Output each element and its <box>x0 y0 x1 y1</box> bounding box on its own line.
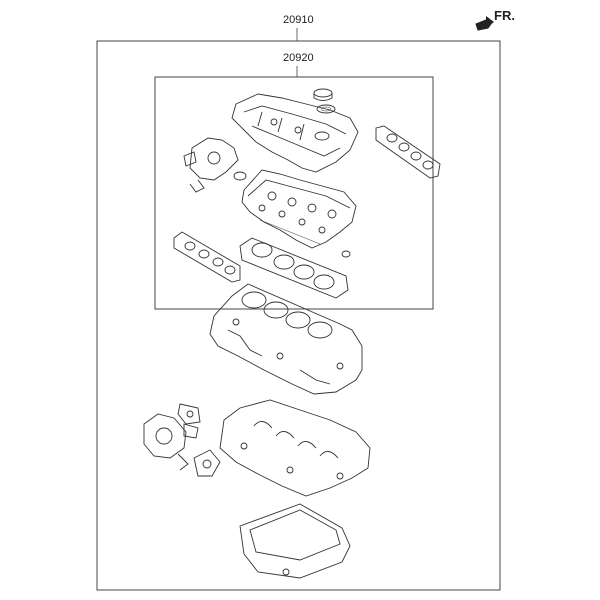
water-pump-gasket <box>177 403 201 439</box>
intake-manifold-gasket <box>173 231 241 283</box>
cylinder-head <box>241 169 357 249</box>
cylinder-head-cover <box>231 93 359 173</box>
oil-filler-cap <box>313 88 336 114</box>
inner-kit-frame <box>154 76 434 310</box>
thermostat-housing <box>183 137 247 193</box>
exhaust-manifold-gasket <box>375 125 441 179</box>
cylinder-head-gasket <box>239 237 351 299</box>
cylinder-block <box>209 283 363 395</box>
outer-kit-frame <box>96 40 501 591</box>
water-pump <box>143 413 189 471</box>
inner-kit-label: 20920 <box>283 52 314 64</box>
lower-crankcase <box>219 399 371 497</box>
timing-cover-gasket <box>193 449 221 477</box>
oil-pan <box>239 503 351 579</box>
outer-kit-label: 20910 <box>283 14 314 26</box>
front-direction-label: FR. <box>494 8 515 23</box>
arrow-forward-icon <box>475 16 494 31</box>
